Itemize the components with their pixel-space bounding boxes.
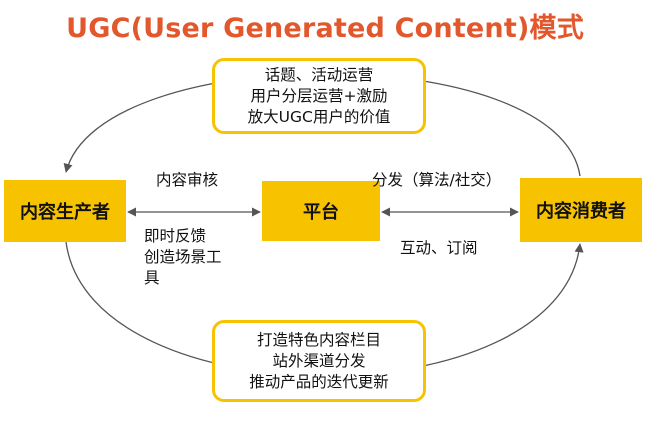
tools-label-line: 创造场景工 — [144, 248, 222, 266]
bottom-note-line: 推动产品的迭代更新 — [249, 372, 389, 391]
audit-label: 内容审核 — [156, 171, 219, 189]
tools-label-line: 即时反馈 — [144, 227, 207, 245]
diagram-title: UGC(User Generated Content)模式 — [66, 13, 584, 44]
tools-label-line: 具 — [144, 269, 160, 287]
bottom-note-line: 站外渠道分发 — [272, 351, 366, 370]
top-note-line: 话题、活动运营 — [264, 65, 374, 84]
top-note-box: 话题、活动运营 用户分层运营+激励 放大UGC用户的价值 — [212, 58, 426, 134]
platform-node: 平台 — [262, 181, 380, 241]
top-note-line: 用户分层运营+激励 — [250, 86, 388, 105]
producer-label: 内容生产者 — [20, 202, 110, 223]
consumer-label: 内容消费者 — [536, 201, 626, 222]
distribute-label: 分发（算法/社交） — [372, 171, 502, 189]
bottom-note-line: 打造特色内容栏目 — [256, 330, 381, 349]
platform-label: 平台 — [303, 202, 339, 223]
interact-label: 互动、订阅 — [400, 239, 478, 257]
top-note-line: 放大UGC用户的价值 — [247, 107, 391, 126]
bottom-note-box: 打造特色内容栏目 站外渠道分发 推动产品的迭代更新 — [212, 320, 426, 402]
producer-node: 内容生产者 — [4, 180, 126, 242]
consumer-node: 内容消费者 — [520, 178, 642, 242]
tools-label: 即时反馈 创造场景工 具 — [144, 226, 222, 289]
